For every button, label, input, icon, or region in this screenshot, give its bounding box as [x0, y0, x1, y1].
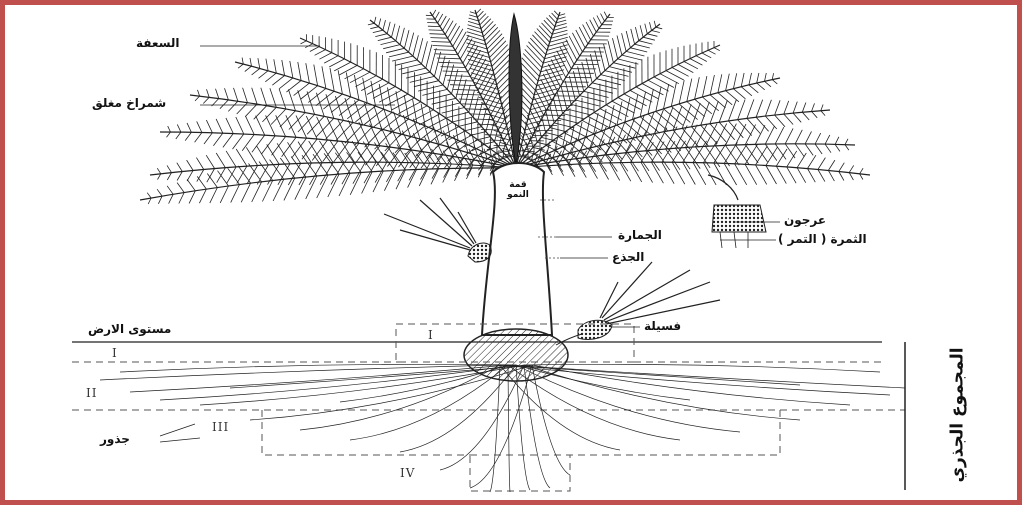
label-root-system: المجموع الجذري [948, 347, 968, 482]
root-24 [524, 364, 880, 372]
root-13 [516, 365, 530, 490]
label-closed-spathe: شمراخ مغلق [92, 96, 166, 110]
fruit-bunch [708, 175, 766, 248]
lower-offshoot [556, 262, 720, 345]
zone-label-2: II [86, 386, 97, 400]
root-22 [508, 365, 905, 388]
label-bunch: عرجون [784, 213, 826, 227]
zone-label-3: III [212, 420, 229, 434]
zone-label-4: IV [400, 466, 415, 480]
label-frond: السعفة [136, 36, 180, 50]
label-ground-level: مستوى الارض [88, 322, 171, 336]
label-fruit: الثمرة ( التمر ) [778, 232, 867, 246]
root-3 [160, 365, 516, 400]
zone-label-1: I [112, 346, 118, 360]
label-heart: الجمارة [618, 228, 662, 242]
label-roots: جذور [100, 432, 130, 446]
label-offshoot: فسيلة [644, 319, 681, 333]
root-19 [524, 365, 800, 420]
upper-offshoot [384, 198, 491, 262]
label-trunk: الجذع [612, 250, 644, 264]
root-12 [508, 365, 510, 492]
label-growing-tip: قمة النمو [500, 180, 536, 200]
zone-label-top: I [428, 328, 434, 342]
root-11 [490, 365, 500, 492]
root-20 [532, 365, 850, 405]
